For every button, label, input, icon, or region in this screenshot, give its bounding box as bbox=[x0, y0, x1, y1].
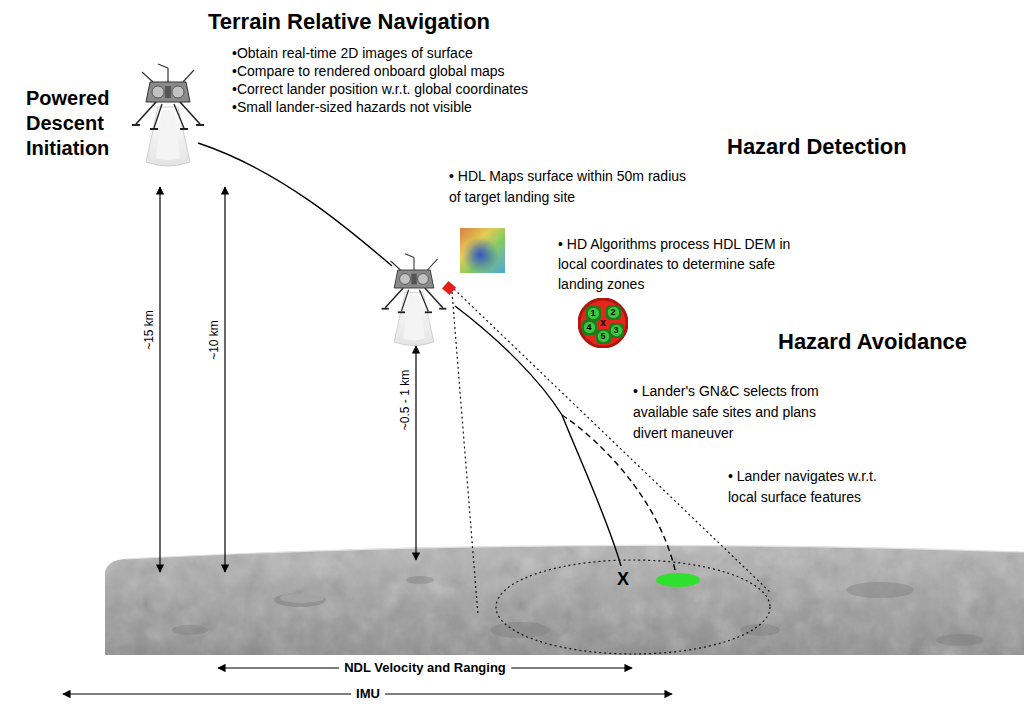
lunar-surface bbox=[100, 530, 1024, 660]
sensor-beam bbox=[452, 289, 770, 615]
bullet-text: •Obtain real-time 2D images of surface bbox=[232, 45, 473, 62]
section-heading: Terrain Relative Navigation bbox=[208, 9, 490, 35]
dimension-label: ~15 km bbox=[142, 310, 156, 350]
dimension-label: ~0.5 - 1 km bbox=[398, 370, 412, 430]
bullet-text: • HDL Maps surface within 50m radius of … bbox=[449, 166, 694, 208]
safe-site bbox=[656, 573, 700, 587]
safe-site-circle: 1 bbox=[586, 306, 601, 321]
bullet-text: •Compare to rendered onboard global maps bbox=[232, 63, 505, 80]
site-number: 1 bbox=[590, 309, 595, 318]
safe-site-circle: 4 bbox=[582, 320, 597, 335]
site-number: 4 bbox=[586, 323, 591, 332]
center-mark: x bbox=[600, 318, 606, 328]
bullet-text: • HD Algorithms process HDL DEM in local… bbox=[558, 234, 798, 294]
range-label: NDL Velocity and Ranging bbox=[339, 660, 511, 676]
lander-illustration bbox=[132, 64, 204, 166]
phase-heading: Powered Descent Initiation bbox=[26, 86, 126, 161]
dimension-label: ~10 km bbox=[207, 320, 221, 360]
landing-ellipse bbox=[496, 560, 770, 654]
bullet-text: • Lander navigates w.r.t. local surface … bbox=[728, 466, 906, 508]
descent-trajectory bbox=[198, 143, 676, 574]
section-heading: Hazard Detection bbox=[727, 134, 907, 160]
site-number: 2 bbox=[610, 308, 615, 317]
safe-site-circle: 3 bbox=[609, 323, 624, 338]
section-heading: Hazard Avoidance bbox=[778, 329, 967, 355]
bullet-text: •Small lander-sized hazards not visible bbox=[232, 99, 472, 116]
dem-map bbox=[460, 228, 505, 273]
lander-illustration bbox=[382, 254, 447, 346]
target-mark: X bbox=[617, 568, 629, 590]
altitude-arrow bbox=[160, 187, 416, 572]
bullet-text: •Correct lander position w.r.t. global c… bbox=[232, 81, 528, 98]
site-number: 5 bbox=[600, 332, 605, 341]
hazard-map-circle: x1 2 453 bbox=[578, 298, 628, 348]
safe-site-circle: 2 bbox=[606, 305, 621, 320]
bullet-text: • Lander's GN&C selects from available s… bbox=[633, 381, 843, 444]
range-label: IMU bbox=[351, 686, 385, 702]
hdl-sensor bbox=[442, 281, 456, 295]
site-number: 3 bbox=[613, 326, 618, 335]
